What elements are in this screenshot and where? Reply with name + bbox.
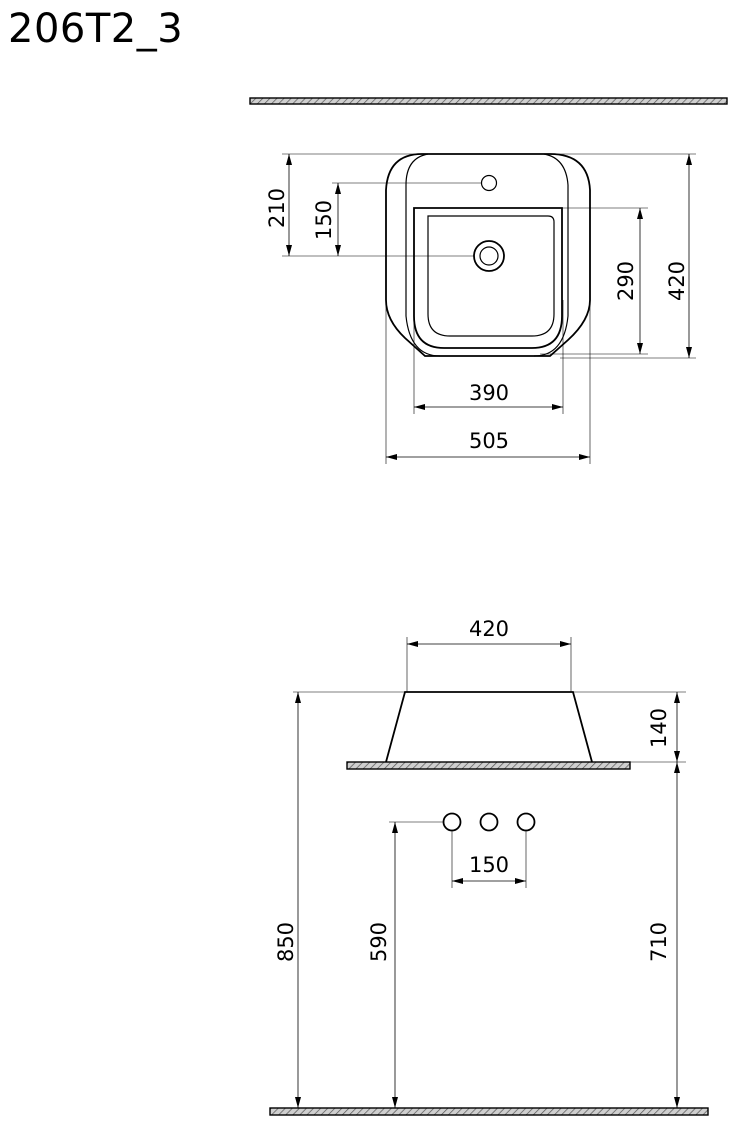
dim-390-label: 390: [469, 381, 509, 405]
dim-850-label: 850: [274, 922, 298, 962]
basin-top-outline: [385, 153, 591, 357]
side-countertop-bar: [346, 761, 631, 770]
dim-420-top-line: [550, 153, 696, 359]
dim-420-top-label: 420: [665, 261, 689, 301]
dim-140-label: 140: [647, 708, 671, 748]
dim-590-line: [392, 822, 398, 1108]
dim-290-label: 290: [614, 261, 638, 301]
dim-150-top-line: [332, 182, 481, 256]
dim-710-line: [674, 762, 680, 1108]
dim-710-label: 710: [647, 922, 671, 962]
dim-150-side-line: [451, 831, 527, 888]
dim-390-line: [413, 300, 564, 414]
dim-150-side-label: 150: [469, 853, 509, 877]
dim-290-line: [540, 207, 648, 355]
dim-140-line: [674, 692, 680, 762]
dim-505-line: [385, 300, 591, 464]
floor-bar: [269, 1107, 709, 1116]
dim-210-line: [282, 153, 474, 257]
dim-420-side-label: 420: [469, 617, 509, 641]
dim-420-side-line: [406, 637, 572, 692]
dim-210-label: 210: [265, 188, 289, 228]
dim-505-label: 505: [469, 429, 509, 453]
dim-590-label: 590: [367, 922, 391, 962]
dim-850-line: [295, 692, 301, 1108]
dim-150-top-label: 150: [312, 200, 336, 240]
drawing-title: 206T2_3: [8, 6, 184, 52]
wall-connection-holes: [442, 812, 536, 832]
top-countertop-bar: [249, 97, 728, 105]
basin-side-profile: [385, 691, 593, 763]
